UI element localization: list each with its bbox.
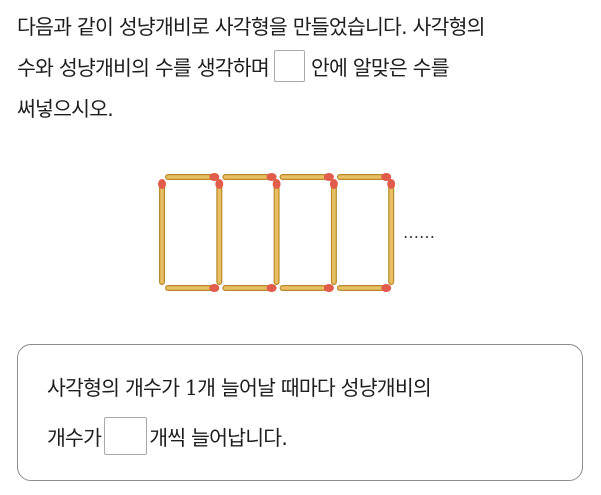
match-head	[209, 173, 220, 181]
answer-line-1-number: 1	[184, 376, 198, 400]
matchstick-bottom-2	[222, 284, 277, 292]
question-line-2: 수와 성냥개비의 수를 생각하며 안에 알맞은 수를	[17, 48, 592, 89]
question-line-1: 다음과 같이 성냥개비로 사각형을 만들었습니다. 사각형의	[17, 15, 486, 39]
matchstick-top-3	[279, 173, 334, 181]
matchstick-bottom-3	[279, 284, 334, 292]
matchstick-vertical-5	[387, 179, 396, 285]
match-head	[323, 284, 334, 292]
match-head	[381, 284, 392, 292]
matchstick-vertical-1	[158, 179, 166, 285]
match-head	[215, 179, 224, 189]
answer-line-1-end: 개 늘어날 때마다 성냥개비의	[197, 376, 432, 400]
matchstick-bottom-1	[165, 284, 220, 292]
match-head	[329, 179, 338, 189]
match-head	[272, 179, 281, 189]
answer-line-2: 개수가 개씩 늘어납니다.	[47, 417, 288, 455]
question-text: 다음과 같이 성냥개비로 사각형을 만들었습니다. 사각형의 수와 성냥개비의 …	[17, 7, 592, 130]
answer-line-2-start: 개수가	[47, 426, 102, 450]
matchstick-top-2	[222, 173, 277, 181]
answer-line-1-start: 사각형의 개수가	[47, 376, 185, 400]
matchstick-vertical-4	[329, 179, 338, 285]
matchstick-top-4	[336, 173, 392, 181]
match-head	[323, 173, 334, 181]
question-line-3: 써넣으시오.	[17, 97, 114, 121]
match-head	[387, 179, 396, 189]
matchstick-vertical-2	[215, 179, 224, 285]
matchstick-top-1	[165, 173, 220, 181]
question-line-2-end: 안에 알맞은 수를	[310, 56, 450, 80]
blank-sample-box	[273, 50, 305, 82]
answer-card: 사각형의 개수가 1개 늘어날 때마다 성냥개비의 개수가 개씩 늘어납니다.	[17, 344, 583, 481]
match-head	[266, 284, 277, 292]
answer-line-2-end: 개씩 늘어납니다.	[149, 426, 288, 450]
match-head	[158, 179, 166, 189]
continuation-dots: ……	[403, 223, 435, 242]
matchstick-bottom-4	[336, 284, 392, 292]
match-head	[381, 173, 392, 181]
match-head	[209, 284, 220, 292]
matchstick-vertical-3	[272, 179, 281, 285]
match-head	[266, 173, 277, 181]
answer-line-1: 사각형의 개수가 1개 늘어날 때마다 성냥개비의	[47, 371, 432, 401]
question-line-2-start: 수와 성냥개비의 수를 생각하며	[17, 56, 270, 80]
answer-input-box[interactable]	[104, 417, 148, 455]
